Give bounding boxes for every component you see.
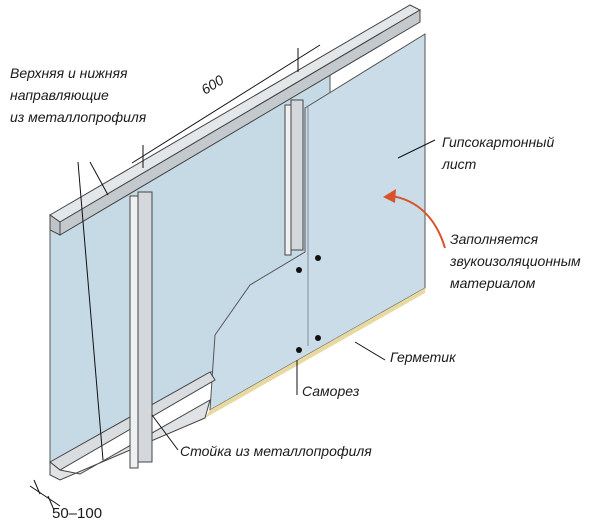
fill-arrow-icon [391,195,446,249]
board-label-line1: Гипсокартонный [442,134,554,150]
dimension-spacing-label: 600 [198,71,226,97]
board-label-line2: лист [441,156,477,172]
arrow-head-icon [383,189,396,203]
dimension-offset-label: 50–100 [52,505,102,522]
stud-label: Стойка из металлопрофиля [180,443,372,459]
sealant-strip [205,288,425,418]
screw-icon [315,335,321,341]
rails-label-line3: из металлопрофиля [10,109,147,125]
screw-icon [296,267,302,273]
sealant-label: Герметик [390,349,457,365]
dimension-offset [29,479,61,511]
screw-label: Саморез [302,383,360,399]
stud-right [284,99,304,256]
rails-label-line2: направляющие [10,87,109,103]
filling-label-line2: звукоизоляционным [449,253,581,269]
gypsum-board [209,33,426,411]
filling-label-line1: Заполняется [450,231,539,247]
leader-lines [77,139,436,461]
rails-label-line1: Верхняя и нижняя [10,65,128,81]
screw-icon [296,347,302,353]
bottom-rail-face [49,398,211,481]
screw-icon [315,255,321,261]
filling-label-line3: материалом [450,275,536,291]
stud-left [129,191,153,469]
top-rail-lip [49,214,61,236]
dimension-600 [131,44,321,168]
